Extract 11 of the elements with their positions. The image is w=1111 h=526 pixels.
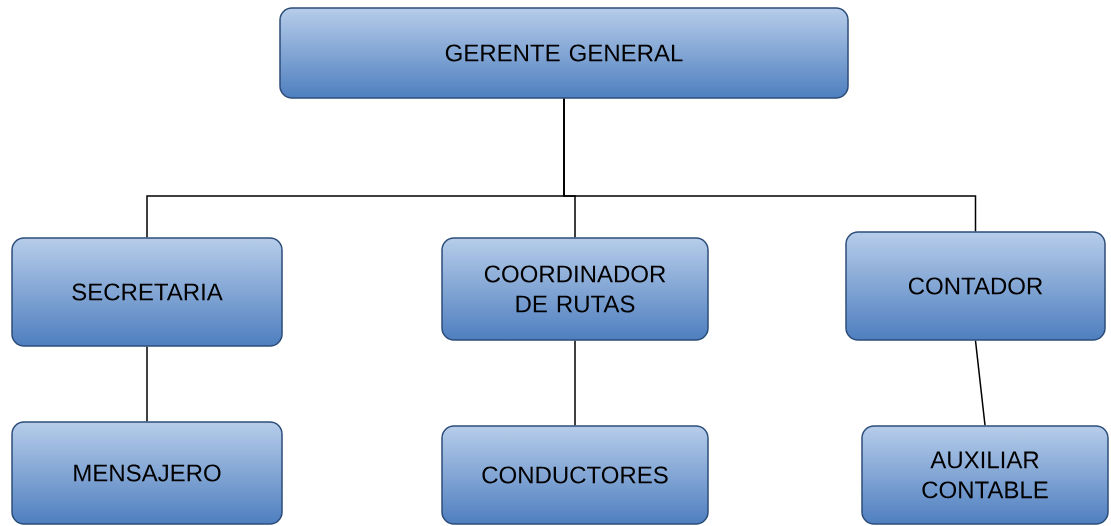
org-box: COORDINADOR DE RUTAS bbox=[441, 237, 709, 341]
org-box: SECRETARIA bbox=[11, 237, 283, 347]
connector-line bbox=[146, 346, 148, 422]
org-box: AUXILIAR CONTABLE bbox=[861, 425, 1109, 525]
org-box: MENSAJERO bbox=[11, 421, 283, 525]
org-box: CONTADOR bbox=[845, 231, 1106, 341]
org-box: CONDUCTORES bbox=[441, 425, 709, 525]
connector-line bbox=[974, 340, 986, 426]
connector-line bbox=[563, 98, 977, 232]
connector-line bbox=[574, 340, 576, 426]
org-box: GERENTE GENERAL bbox=[279, 7, 849, 99]
